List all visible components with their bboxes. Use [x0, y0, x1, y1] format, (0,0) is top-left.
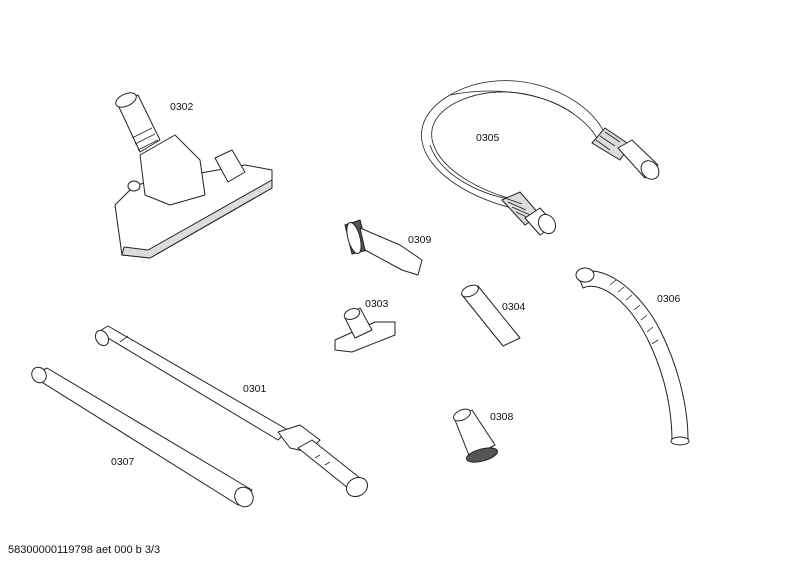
label-0307: 0307: [111, 456, 135, 468]
label-0302: 0302: [170, 101, 194, 113]
label-0306: 0306: [657, 293, 681, 305]
telescopic-tube-0301: [94, 325, 369, 498]
label-0305: 0305: [476, 132, 500, 144]
upholstery-nozzle-0303: [334, 307, 396, 353]
label-0309: 0309: [408, 234, 432, 246]
floor-nozzle-0302: [114, 92, 273, 259]
label-0308: 0308: [490, 411, 514, 423]
label-0301: 0301: [243, 383, 267, 395]
hose-handle-0306: [575, 267, 690, 446]
label-0304: 0304: [502, 301, 526, 313]
label-0303: 0303: [365, 298, 389, 310]
dusting-brush-0309: [344, 219, 423, 276]
hose-0305: [421, 80, 660, 236]
small-nozzle-0308: [453, 408, 499, 463]
document-footer-code: 58300000119798 aet 000 b 3/3: [8, 544, 161, 556]
extension-tube-0307: [31, 366, 254, 508]
crevice-nozzle-0304: [461, 284, 521, 347]
